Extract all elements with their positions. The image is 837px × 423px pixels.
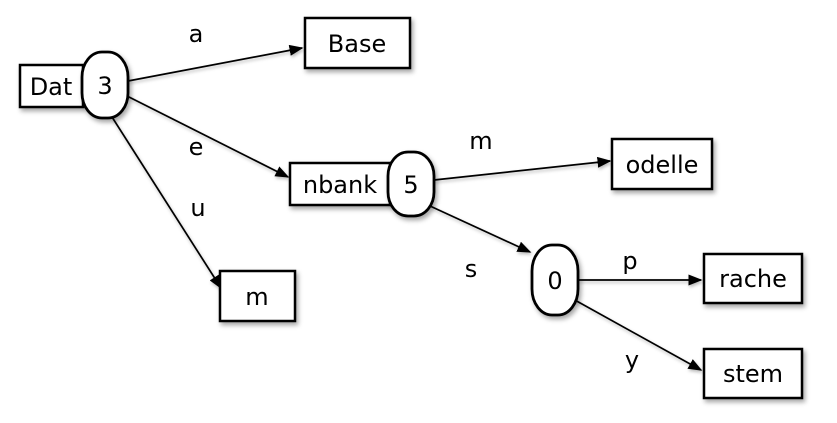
- node-base-label: Base: [328, 30, 386, 58]
- node-stem-box: [702, 347, 804, 400]
- edge-m-line: [433, 156, 612, 181]
- node-nbank-label: nbank: [303, 171, 377, 199]
- node-0-pill: [530, 243, 580, 317]
- node-5-label: 5: [403, 171, 418, 199]
- node-base-box: [303, 16, 412, 70]
- nodes-group: Dat 3 Base nbank 5 m odelle 0 rache: [18, 16, 804, 400]
- node-m-box: [218, 269, 297, 323]
- node-odelle-box: [610, 137, 714, 191]
- node-rache-label: rache: [719, 265, 787, 293]
- edge-e-line: [126, 95, 290, 178]
- node-0-label: 0: [547, 267, 562, 295]
- node-odelle-label: odelle: [626, 151, 699, 179]
- edge-p-label: p: [622, 247, 637, 275]
- edge-a-line: [127, 44, 304, 82]
- edge-y-label: y: [625, 346, 639, 374]
- node-3-pill: [80, 50, 130, 120]
- node-dat-box: [18, 63, 85, 109]
- node-rache-box: [702, 252, 804, 305]
- node-nbank-box: [288, 161, 392, 207]
- node-3-label: 3: [97, 72, 112, 100]
- edge-m-label: m: [469, 127, 492, 155]
- edge-u-line: [111, 116, 222, 290]
- node-m-label: m: [245, 283, 268, 311]
- edge-a-label: a: [189, 20, 204, 48]
- edge-s-label: s: [465, 255, 478, 283]
- node-dat-label: Dat: [30, 73, 73, 101]
- edge-y-line: [572, 298, 703, 371]
- edge-e-label: e: [189, 133, 204, 161]
- edge-u-label: u: [190, 194, 205, 222]
- edge-labels-group: a e u m s p y: [189, 20, 639, 374]
- node-stem-label: stem: [723, 360, 783, 388]
- edge-s-line: [429, 205, 532, 253]
- node-5-pill: [386, 150, 436, 218]
- edges-group: [111, 44, 703, 371]
